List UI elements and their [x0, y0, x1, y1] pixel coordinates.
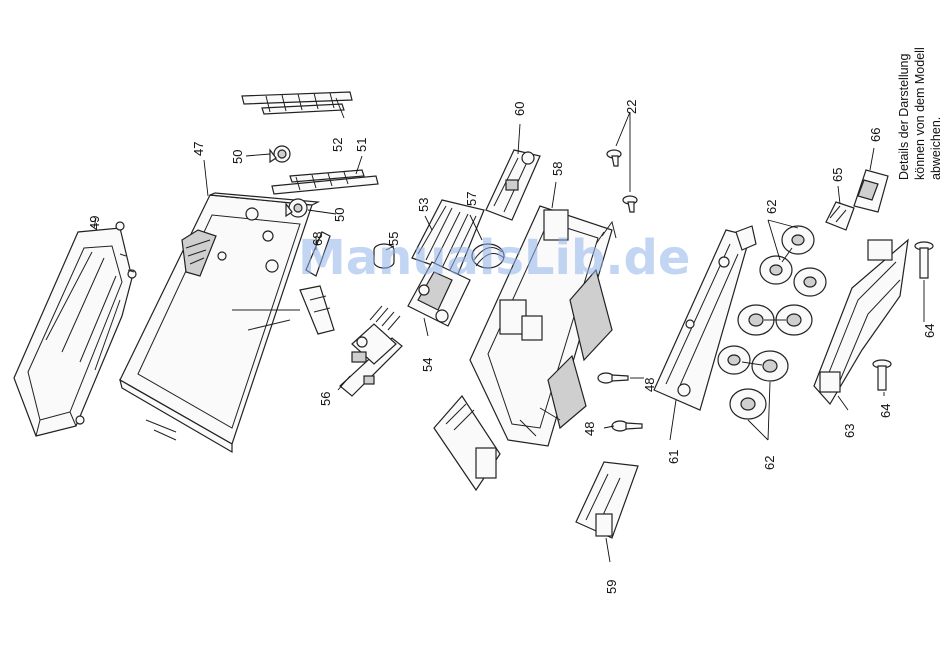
part-47-chassis-frame [120, 193, 318, 452]
label-part-56: 56 [318, 392, 333, 406]
part-48-screw-lower [612, 421, 642, 431]
label-part-54: 54 [420, 358, 435, 372]
part-22-screw-upper [607, 150, 621, 166]
label-part-59: 59 [604, 580, 619, 594]
part-62-wheelset-2 [794, 268, 826, 296]
label-part-62-lower: 62 [762, 456, 777, 470]
part-56-circuit-board [340, 306, 402, 396]
label-part-61: 61 [666, 450, 681, 464]
label-part-48-lower: 48 [582, 422, 597, 436]
label-part-64-upper: 64 [922, 324, 937, 338]
part-64-pin-lower [873, 360, 891, 390]
label-part-52: 52 [330, 138, 345, 152]
label-part-51: 51 [354, 138, 369, 152]
label-part-48-upper: 48 [642, 378, 657, 392]
label-part-53: 53 [416, 198, 431, 212]
label-part-55: 55 [386, 232, 401, 246]
part-62-wheelset-5 [730, 389, 766, 419]
label-part-64-lower: 64 [878, 404, 893, 418]
label-part-63: 63 [842, 424, 857, 438]
note-block: Details der Darstellung können von dem M… [897, 47, 943, 180]
label-part-68: 68 [310, 232, 325, 246]
part-22-screw-lower [623, 196, 637, 212]
label-part-47: 47 [191, 142, 206, 156]
part-50-lamp-upper [270, 146, 290, 162]
label-part-58: 58 [550, 162, 565, 176]
label-part-22: 22 [624, 100, 639, 114]
part-49-body-shell [14, 222, 136, 436]
label-part-57: 57 [464, 192, 479, 206]
part-65-bracket [826, 202, 854, 230]
label-part-60: 60 [512, 102, 527, 116]
label-part-49: 49 [87, 216, 102, 230]
part-51-ladder [272, 170, 378, 194]
part-64-pin-upper [915, 242, 933, 278]
part-66-lamp-housing [854, 170, 888, 212]
label-part-66: 66 [868, 128, 883, 142]
part-60-cab-front [486, 150, 540, 220]
note-line-3: abweichen. [929, 117, 943, 180]
part-48-screw-upper [598, 373, 628, 383]
note-line-1: Details der Darstellung [897, 54, 911, 180]
label-part-50-lower: 50 [332, 208, 347, 222]
part-62-wheelset-3 [738, 305, 812, 335]
part-63-bogie [814, 240, 908, 404]
part-buffer-block [434, 396, 500, 490]
part-52-ladder [242, 92, 352, 114]
note-line-2: können von dem Modell [913, 47, 927, 180]
label-part-62-upper: 62 [764, 200, 779, 214]
label-part-65: 65 [830, 168, 845, 182]
part-59-step [576, 462, 638, 538]
watermark-text: ManualsLib.de [298, 230, 690, 286]
label-part-50-upper: 50 [230, 150, 245, 164]
part-62-wheelset-4 [718, 346, 788, 381]
